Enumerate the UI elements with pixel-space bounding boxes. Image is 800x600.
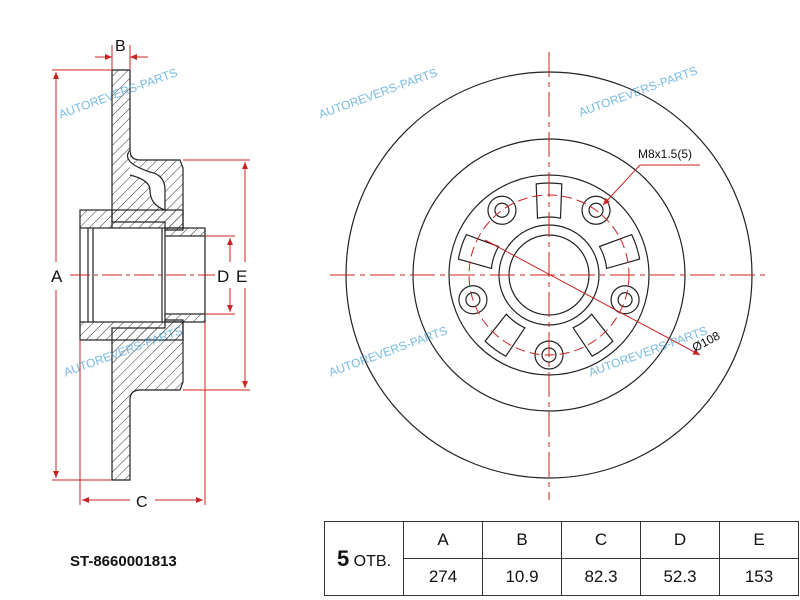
bolt-hole <box>588 202 604 218</box>
dim-label-c: C <box>136 494 148 511</box>
value-c: 82.3 <box>561 558 641 596</box>
value-a: 274 <box>403 558 483 596</box>
dim-label-a: A <box>51 267 63 286</box>
hub-window <box>598 233 641 270</box>
bolt-boss <box>610 285 640 315</box>
dim-label-d: D <box>217 267 229 286</box>
dimensions-table: 5 ОТВ. A B C D E 274 10.9 82.3 52.3 153 <box>324 521 799 596</box>
header-c: C <box>561 521 641 559</box>
holes-label: ОТВ. <box>353 552 392 570</box>
header-a: A <box>403 521 483 559</box>
part-number: ST-8660001813 <box>70 553 177 570</box>
value-e: 153 <box>719 558 799 596</box>
bolt-hole <box>494 202 510 218</box>
thread-annotation: M8x1.5(5) <box>638 147 692 161</box>
side-dimensions <box>52 45 250 505</box>
watermark-text: AUTOREVERS-PARTS <box>317 65 440 121</box>
hub-window <box>484 313 526 357</box>
dim-label-e: E <box>236 267 247 286</box>
bolt-hole <box>617 292 633 308</box>
header-d: D <box>640 521 720 559</box>
side-section-view <box>79 69 206 481</box>
bolt-boss <box>487 195 517 225</box>
hub-window <box>457 233 500 270</box>
watermark-text: AUTOREVERS-PARTS <box>577 63 700 119</box>
holes-cell: 5 ОТВ. <box>324 521 404 596</box>
value-d: 52.3 <box>640 558 720 596</box>
hub-window <box>572 313 614 357</box>
hub-window <box>535 182 563 219</box>
dim-label-b: B <box>115 38 126 55</box>
value-b: 10.9 <box>482 558 562 596</box>
header-e: E <box>719 521 799 559</box>
bolt-hole <box>465 292 481 308</box>
bolt-boss <box>458 285 488 315</box>
header-b: B <box>482 521 562 559</box>
bolt-boss <box>581 195 611 225</box>
front-centerlines <box>330 52 770 500</box>
holes-count: 5 <box>336 545 350 571</box>
watermark-text: AUTOREVERS-PARTS <box>327 323 450 379</box>
